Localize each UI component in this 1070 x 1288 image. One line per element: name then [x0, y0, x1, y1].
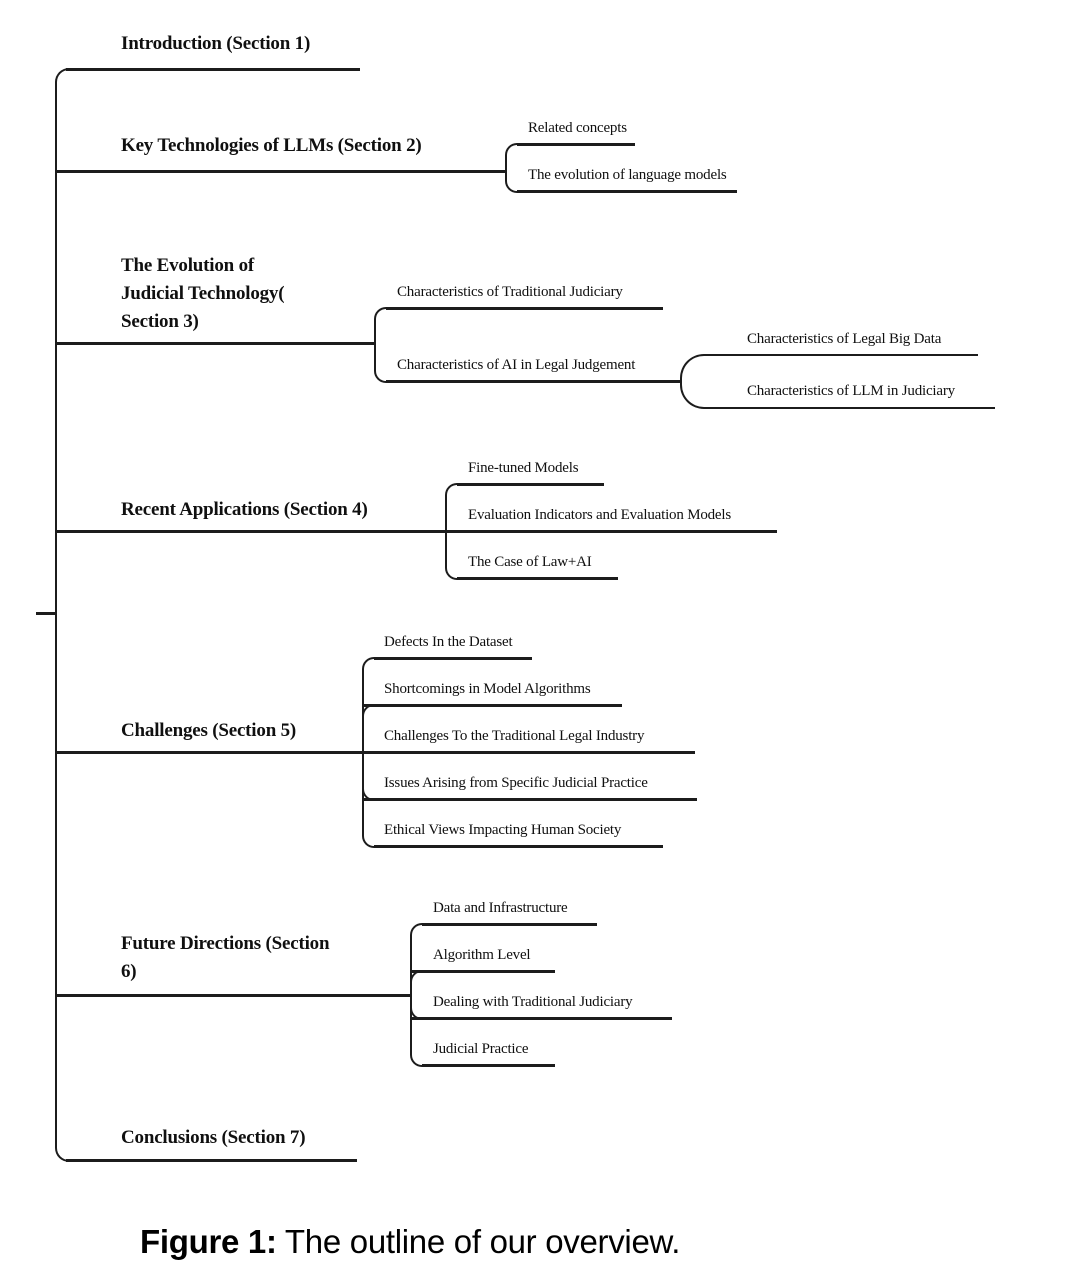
- section-label-line: Recent Applications (Section 4): [121, 499, 368, 520]
- section-label-line: Judicial Technology(: [121, 283, 285, 304]
- child-node-algorithm-level: Algorithm Level: [433, 947, 531, 963]
- figure-caption-label: Figure 1:: [140, 1223, 277, 1260]
- underline-dealing-traditional-judiciary: [410, 1017, 672, 1020]
- child-node-shortcomings-algorithms: Shortcomings in Model Algorithms: [384, 681, 591, 697]
- underline-traditional-judiciary: [386, 307, 663, 310]
- bracket-section-3: [374, 307, 386, 383]
- section-label-line: Key Technologies of LLMs (Section 2): [121, 135, 422, 156]
- underline-section-3: [55, 342, 374, 345]
- child-node-evolution-language-models: The evolution of language models: [528, 167, 727, 183]
- trunk-connector: [55, 68, 69, 1162]
- underline-related-concepts: [517, 143, 635, 146]
- section-node-challenges: Challenges (Section 5): [121, 717, 296, 745]
- child-node-ai-legal-judgement: Characteristics of AI in Legal Judgement: [397, 357, 636, 373]
- underline-evolution-language-models: [517, 190, 737, 193]
- child-node-issues-judicial-practice: Issues Arising from Specific Judicial Pr…: [384, 775, 648, 791]
- underline-judicial-practice: [422, 1064, 555, 1067]
- underline-evaluation-indicators: [445, 530, 777, 533]
- underline-defects-dataset: [374, 657, 532, 660]
- child-node-evaluation-indicators: Evaluation Indicators and Evaluation Mod…: [468, 507, 731, 523]
- child-node-ethical-views: Ethical Views Impacting Human Society: [384, 822, 622, 838]
- underline-data-infrastructure: [422, 923, 597, 926]
- child-node-related-concepts: Related concepts: [528, 120, 627, 136]
- underline-issues-judicial-practice: [362, 798, 697, 801]
- underline-algorithm-level: [410, 970, 555, 973]
- child-node-legal-big-data: Characteristics of Legal Big Data: [747, 331, 942, 347]
- underline-section-4: [55, 530, 445, 533]
- child-node-fine-tuned-models: Fine-tuned Models: [468, 460, 579, 476]
- fork-underline-legal-big-data: [680, 354, 978, 383]
- underline-section-2: [55, 170, 505, 173]
- underline-case-law-ai: [457, 577, 618, 580]
- figure-caption: Figure 1: The outline of our overview.: [140, 1222, 680, 1262]
- section-label-line: 6): [121, 961, 137, 982]
- fork-underline-llm-judiciary: [680, 380, 995, 409]
- underline-fine-tuned-models: [457, 483, 604, 486]
- child-node-traditional-judiciary: Characteristics of Traditional Judiciary: [397, 284, 623, 300]
- section-label-line: The Evolution of: [121, 255, 254, 276]
- underline-section-1: [66, 68, 360, 71]
- section-node-conclusions: Conclusions (Section 7): [121, 1124, 306, 1152]
- bracket-section-2: [505, 143, 517, 193]
- child-node-judicial-practice: Judicial Practice: [433, 1041, 529, 1057]
- section-label-line: Future Directions (Section: [121, 933, 330, 954]
- underline-section-6: [55, 994, 410, 997]
- section-label-line: Challenges (Section 5): [121, 720, 297, 741]
- section-label-line: Section 3): [121, 311, 199, 332]
- bracket-section-6: [410, 923, 422, 1067]
- child-node-data-infrastructure: Data and Infrastructure: [433, 900, 568, 916]
- section-node-future-directions: Future Directions (Section 6): [121, 930, 330, 986]
- section-label-line: Introduction (Section 1): [121, 33, 311, 54]
- section-node-evolution-judicial-technology: The Evolution of Judicial Technology( Se…: [121, 252, 285, 336]
- underline-section-5: [55, 751, 362, 754]
- underline-shortcomings-algorithms: [362, 704, 622, 707]
- child-node-defects-dataset: Defects In the Dataset: [384, 634, 513, 650]
- section-label-line: Conclusions (Section 7): [121, 1127, 306, 1148]
- underline-ai-legal-judgement: [386, 380, 680, 383]
- child-node-case-of-law-ai: The Case of Law+AI: [468, 554, 592, 570]
- section-node-key-technologies: Key Technologies of LLMs (Section 2): [121, 132, 422, 160]
- root-tick-connector: [36, 612, 56, 615]
- child-node-challenges-legal-industry: Challenges To the Traditional Legal Indu…: [384, 728, 645, 744]
- underline-challenges-legal-industry: [362, 751, 695, 754]
- section-node-introduction: Introduction (Section 1): [121, 30, 310, 58]
- figure-caption-text: The outline of our overview.: [276, 1223, 681, 1260]
- underline-section-7: [66, 1159, 357, 1162]
- section-node-recent-applications: Recent Applications (Section 4): [121, 496, 368, 524]
- underline-ethical-views: [374, 845, 663, 848]
- child-node-dealing-traditional-judiciary: Dealing with Traditional Judiciary: [433, 994, 633, 1010]
- child-node-llm-in-judiciary: Characteristics of LLM in Judiciary: [747, 383, 955, 399]
